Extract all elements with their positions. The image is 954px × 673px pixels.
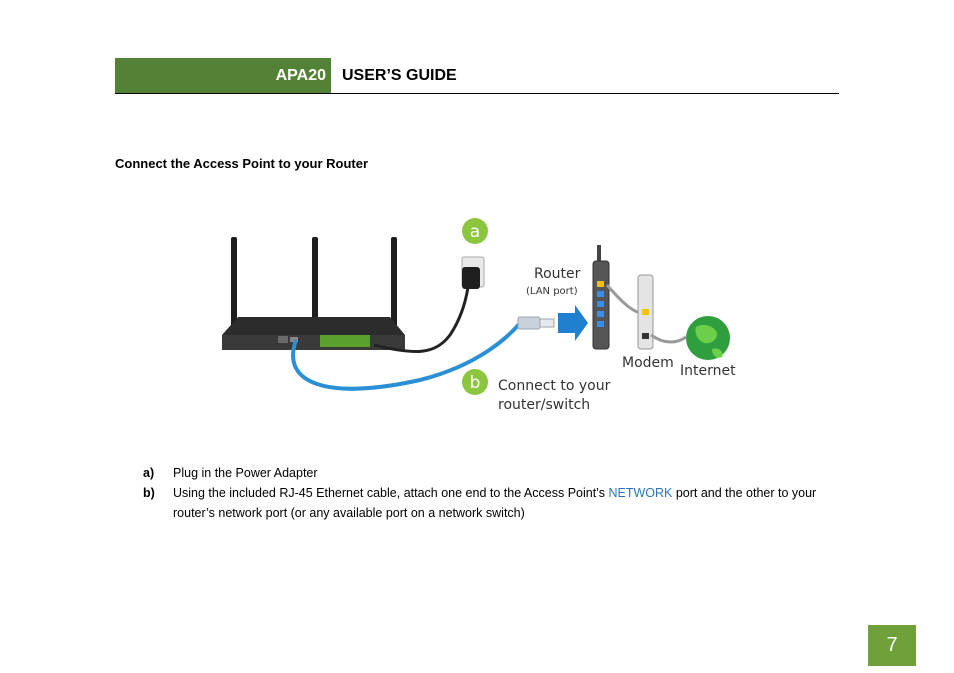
rj45-plug-icon: [517, 316, 555, 330]
access-point-icon: [222, 317, 405, 350]
power-cable-icon: [373, 286, 470, 354]
page-number: 7: [868, 625, 916, 666]
connect-label-line2: router/switch: [498, 397, 590, 413]
modem-label: Modem: [622, 355, 674, 371]
list-marker: b): [143, 486, 155, 500]
list-item-text: Using the included RJ-45 Ethernet cable,…: [173, 483, 843, 523]
modem-internet-cable-icon: [650, 333, 687, 344]
router-label: Router: [534, 266, 581, 282]
list-item-text-after: port and the other to your router’s netw…: [173, 486, 817, 520]
step-b-badge-label: b: [470, 373, 481, 393]
antenna-right-icon: [391, 237, 397, 332]
list-item: b) Using the included RJ-45 Ethernet cab…: [143, 483, 843, 523]
step-b-badge-icon: [462, 369, 488, 395]
list-item-text-before: Using the included RJ-45 Ethernet cable,…: [173, 486, 609, 500]
step-a-badge-icon: [462, 218, 488, 244]
internet-label: Internet: [680, 363, 736, 379]
modem-icon: [637, 274, 654, 350]
list-item: a) Plug in the Power Adapter: [143, 463, 843, 483]
header-divider: [115, 93, 839, 94]
router-sublabel: (LAN port): [526, 286, 578, 297]
connection-diagram: a b Router (LAN port) Modem Internet Con…: [222, 218, 736, 413]
antenna-middle-icon: [312, 237, 318, 332]
antenna-left-icon: [231, 237, 237, 332]
ethernet-cable-icon: [291, 321, 522, 391]
header-title: USER’S GUIDE: [342, 66, 457, 84]
header-product: APA20: [275, 66, 326, 84]
router-modem-cable-icon: [605, 284, 641, 315]
connect-label-line1: Connect to your: [498, 378, 611, 394]
header-product-bar: APA20: [115, 58, 331, 93]
network-port-highlight: NETWORK: [608, 486, 673, 500]
arrow-right-icon: [558, 305, 588, 341]
globe-icon: [686, 316, 730, 360]
list-marker: a): [143, 466, 155, 480]
power-adapter-icon: [461, 256, 485, 289]
list-item-text: Plug in the Power Adapter: [173, 466, 318, 480]
section-heading: Connect the Access Point to your Router: [115, 156, 369, 171]
router-icon: [592, 245, 610, 350]
step-a-badge-label: a: [470, 222, 480, 242]
instruction-list: a) Plug in the Power Adapter b) Using th…: [143, 463, 843, 523]
